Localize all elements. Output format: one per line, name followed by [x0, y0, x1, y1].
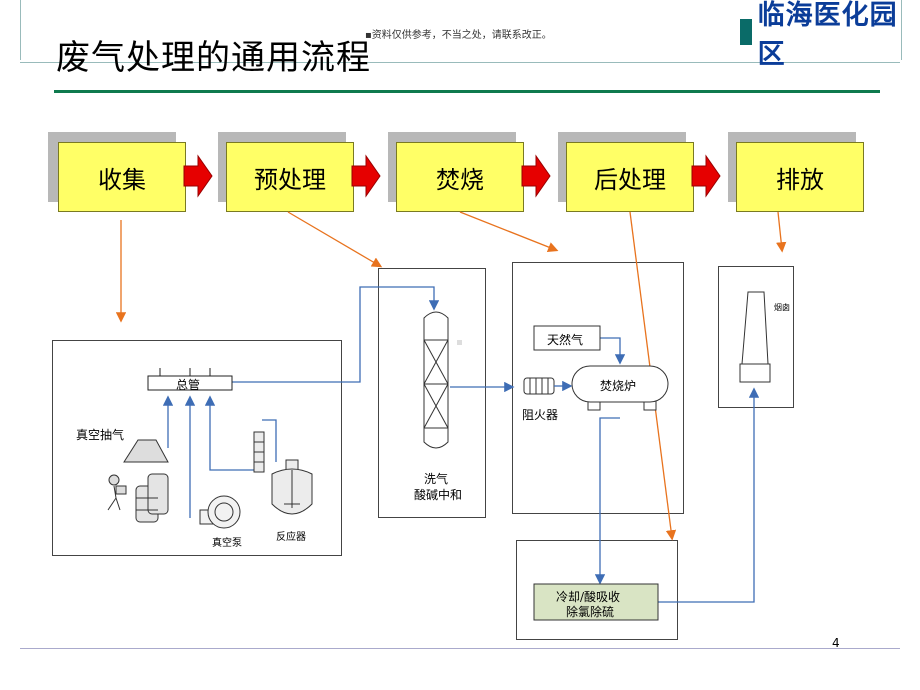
- logo: 临海医化园区: [740, 0, 920, 70]
- page-number: 4: [832, 636, 840, 650]
- worker-icon: [107, 474, 127, 511]
- natural-gas-label: 天然气: [547, 333, 584, 347]
- step-collect: 收集: [58, 142, 186, 212]
- post-treatment-box: [533, 583, 659, 621]
- furnace-icon: [571, 365, 669, 411]
- step-pretreat: 预处理: [226, 142, 354, 212]
- post-treatment-label-1: 冷却/酸吸收: [556, 590, 621, 604]
- flame-arrester-label: 阻火器: [522, 408, 559, 422]
- step-arrow-icon: [351, 154, 381, 198]
- pipe-gas-to-furnace: [600, 337, 626, 365]
- header-frame: [20, 0, 902, 60]
- connector-pretreat: [287, 211, 383, 268]
- step-posttreat: 后处理: [566, 142, 694, 212]
- pipe-condenser-to-manifold: [204, 395, 258, 471]
- logo-mark-icon: [740, 19, 752, 45]
- condenser-icon: [253, 431, 265, 473]
- step-arrow-icon: [521, 154, 551, 198]
- drum-barrels-icon: [135, 473, 169, 523]
- page-title: 废气处理的通用流程: [56, 38, 371, 78]
- step-discharge: 排放: [736, 142, 864, 212]
- header-divider: [20, 62, 900, 63]
- step-arrow-icon: [183, 154, 213, 198]
- exhaust-hood-icon: [123, 439, 169, 463]
- scrubber-label-1: 洗气: [424, 472, 449, 486]
- pipe-post-to-stack: [658, 387, 760, 603]
- flame-arrester-icon: [523, 377, 555, 395]
- title-rule: [54, 90, 880, 93]
- vacuum-pump-icon: [199, 495, 241, 529]
- scrubber-column-icon: [423, 311, 449, 449]
- footer-rule: [20, 648, 900, 649]
- reactor-icon: [271, 459, 313, 515]
- chimney-icon: [739, 291, 771, 383]
- connector-incinerate: [459, 211, 559, 252]
- step-incinerate: 焚烧: [396, 142, 524, 212]
- logo-text: 临海医化园区: [757, 0, 898, 70]
- vacuum-pump-label: 真空泵: [212, 538, 242, 549]
- reactor-label: 反应器: [276, 532, 306, 543]
- furnace-label: 焚烧炉: [600, 379, 637, 393]
- connector-discharge: [776, 211, 787, 253]
- pipe-reactor-line: [262, 419, 277, 462]
- scrubber-label-2: 酸碱中和: [414, 488, 463, 502]
- vacuum-exhaust-label: 真空抽气: [76, 428, 125, 442]
- disclaimer-notice: ▪资料仅供参考，不当之处，请联系改正。: [365, 30, 552, 41]
- post-treatment-label-2: 除氯除硫: [566, 605, 615, 619]
- step-arrow-icon: [691, 154, 721, 198]
- pipe-furnace-to-post: [594, 417, 620, 585]
- scrubber-marker-icon: [457, 340, 462, 345]
- manifold-label: 总管: [176, 378, 201, 392]
- pipe-manifold-to-scrubber: [232, 286, 440, 383]
- chimney-label: 烟囱: [774, 303, 790, 312]
- natural-gas-box: [533, 325, 601, 351]
